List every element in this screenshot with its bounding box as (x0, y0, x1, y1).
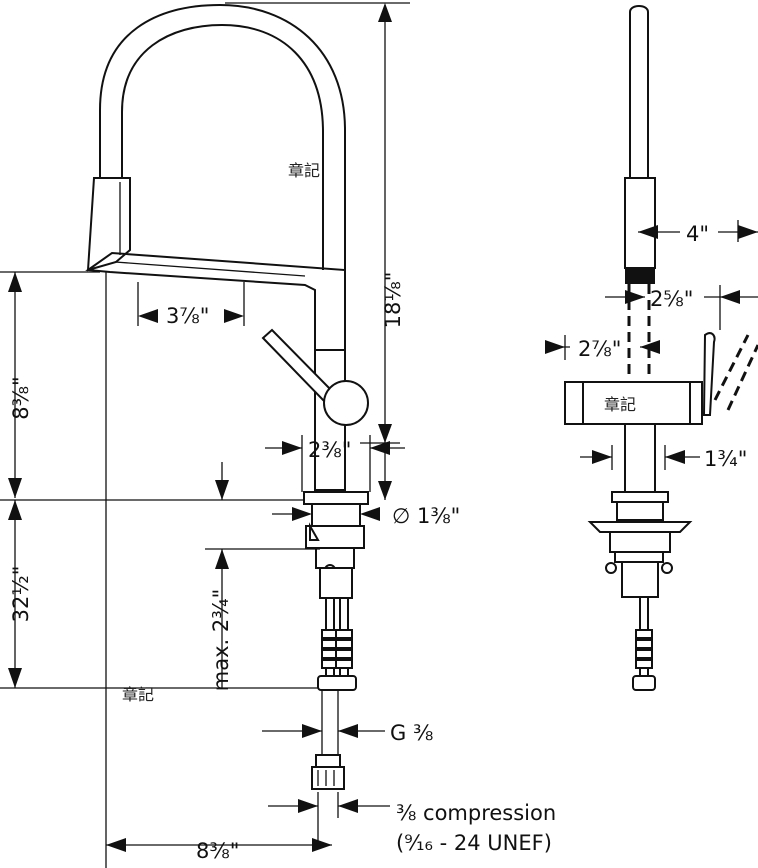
side-view-faucet (564, 5, 758, 691)
stamp-2: 章記 (604, 395, 636, 414)
label-side-width: 4" (686, 222, 709, 246)
label-hole-diameter: ∅ 1⅜" (392, 504, 460, 528)
stamps: 章記 章記 章記 (122, 161, 636, 704)
hose-ribs-right (335, 629, 353, 669)
front-view-dimension-lines (0, 2, 410, 868)
label-spray-length: 3⅞" (166, 304, 209, 328)
label-height-total: 18⅛" (381, 272, 405, 329)
front-view-faucet (85, 3, 369, 790)
label-compression-line2: (⁹⁄₁₆ - 24 UNEF) (396, 831, 552, 855)
label-thread: G ⅜ (390, 721, 433, 745)
hose-ribs-left (321, 629, 339, 669)
stamp-3: 章記 (122, 685, 154, 704)
label-side-spacing: 2⅝" (650, 287, 693, 311)
label-side-handle: 2⅞" (578, 337, 621, 361)
label-bottom-reach: 8⅜" (196, 839, 239, 863)
label-spout-reach: 8⅜" (9, 376, 33, 419)
stamp-1: 章記 (288, 161, 320, 180)
label-body-width: 2⅜" (308, 438, 351, 462)
label-base-height: 32½" (9, 566, 33, 623)
side-view-dimension-lines (545, 220, 758, 470)
label-max-depth: max. 2¾" (209, 589, 233, 691)
label-compression-line1: ⅜ compression (396, 801, 556, 825)
label-side-body: 1¾" (704, 447, 747, 471)
dimension-labels: 18⅛" 3⅞" 2⅜" 8⅜" ∅ 1⅜" 32½" max. 2¾" G ⅜… (9, 222, 747, 863)
